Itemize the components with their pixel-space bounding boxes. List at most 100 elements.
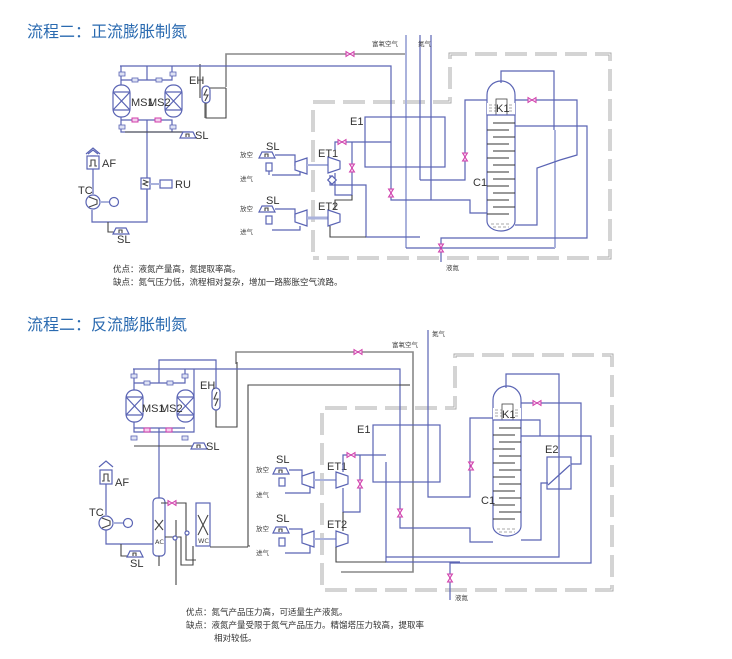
sl-label: SL bbox=[266, 195, 279, 207]
valve bbox=[532, 400, 542, 406]
valve bbox=[527, 97, 537, 103]
heat-exchanger-e1 bbox=[372, 424, 441, 483]
heat-exchanger-e2 bbox=[546, 456, 572, 490]
silencer-icon bbox=[126, 550, 144, 558]
ms2-label: MS2 bbox=[160, 403, 183, 415]
af-label: AF bbox=[102, 158, 116, 170]
et2-label: ET2 bbox=[318, 201, 338, 213]
liquid-nitrogen-label: 液氮 bbox=[446, 263, 460, 272]
valve bbox=[166, 380, 174, 386]
expansion-turbine-et2 bbox=[335, 530, 349, 548]
vent-label: 放空 bbox=[256, 524, 270, 533]
valve bbox=[181, 373, 189, 379]
sl-label: SL bbox=[276, 513, 289, 525]
valve bbox=[131, 77, 139, 83]
e2-label: E2 bbox=[545, 444, 558, 456]
valve bbox=[181, 435, 189, 441]
section2-diagram: 富氧空气 氮气 E1 K1 C1 E2 液氮 MS1 MS2 bbox=[89, 329, 614, 602]
sl-label: SL bbox=[266, 141, 279, 153]
expansion-turbine-et1 bbox=[335, 471, 349, 489]
inlet-label: 进气 bbox=[240, 227, 254, 236]
e1-label: E1 bbox=[357, 424, 370, 436]
c1-label: C1 bbox=[481, 495, 495, 507]
af-label: AF bbox=[115, 477, 129, 489]
et1-label: ET1 bbox=[318, 148, 338, 160]
compressor-tc bbox=[85, 194, 101, 210]
nitrogen-label: 氮气 bbox=[432, 329, 446, 338]
valve bbox=[345, 51, 355, 57]
valve bbox=[447, 573, 453, 583]
valve bbox=[462, 152, 468, 162]
cold-box-outline bbox=[311, 52, 612, 260]
valve bbox=[118, 124, 126, 130]
section2-advantages: 优点：氮气产品压力高，可适量生产液氮。 bbox=[186, 607, 348, 618]
valve bbox=[167, 500, 177, 506]
valve bbox=[169, 124, 177, 130]
cold-box-outline bbox=[320, 353, 614, 592]
sl-label: SL bbox=[130, 558, 143, 570]
booster-compressor bbox=[301, 471, 315, 489]
inlet-filter-icon bbox=[278, 477, 286, 487]
tc-label: TC bbox=[89, 507, 104, 519]
inlet-label: 进气 bbox=[256, 490, 270, 499]
tc-label: TC bbox=[78, 185, 93, 197]
inlet-filter-icon bbox=[278, 537, 286, 547]
section2-disadvantages-line2: 相对较低。 bbox=[214, 633, 257, 644]
ms2-label: MS2 bbox=[148, 97, 171, 109]
sl-label: SL bbox=[206, 441, 219, 453]
eh-label: EH bbox=[200, 380, 215, 392]
adsorber-ms1 bbox=[112, 84, 131, 118]
valve bbox=[468, 461, 474, 471]
valve bbox=[118, 71, 126, 77]
silencer-icon bbox=[272, 467, 290, 475]
valve bbox=[337, 139, 347, 145]
et2-label: ET2 bbox=[327, 519, 347, 531]
silencer-icon bbox=[190, 442, 208, 450]
eh-label: EH bbox=[189, 75, 204, 87]
valve bbox=[143, 380, 151, 386]
nitrogen-label: 氮气 bbox=[418, 39, 432, 48]
valve bbox=[357, 479, 363, 489]
silencer-icon bbox=[272, 526, 290, 534]
valve bbox=[346, 452, 356, 458]
wc-label: WC bbox=[198, 537, 209, 545]
motor-icon bbox=[108, 196, 120, 208]
ms1-label: MS1 bbox=[131, 97, 154, 109]
c1-label: C1 bbox=[473, 177, 487, 189]
motor-icon bbox=[122, 517, 134, 529]
booster-compressor bbox=[294, 209, 308, 227]
ms1-label: MS1 bbox=[142, 403, 165, 415]
inlet-label: 进气 bbox=[256, 548, 270, 557]
section2-title: 流程二：反流膨胀制氮 bbox=[27, 315, 187, 334]
liquid-nitrogen-label: 液氮 bbox=[455, 593, 469, 602]
section1-diagram: E1 K1 C1 液氮 富氧空气 氮气 MS1 MS2 SL EH bbox=[78, 35, 612, 272]
vent-label: 放空 bbox=[240, 150, 254, 159]
valve bbox=[130, 435, 138, 441]
booster-compressor bbox=[301, 530, 315, 548]
oxygen-rich-air-label: 富氧空气 bbox=[372, 39, 399, 48]
vent-label: 放空 bbox=[256, 465, 270, 474]
inlet-label: 进气 bbox=[240, 174, 254, 183]
inlet-filter-icon bbox=[265, 215, 273, 225]
valve bbox=[397, 508, 403, 518]
valve bbox=[349, 163, 355, 173]
valve bbox=[155, 77, 163, 83]
k1-label: K1 bbox=[496, 103, 509, 115]
oxygen-rich-air-label: 富氧空气 bbox=[392, 340, 419, 349]
ru-label: RU bbox=[175, 179, 191, 191]
vent-label: 放空 bbox=[240, 204, 254, 213]
valve bbox=[388, 188, 394, 198]
inlet-filter-icon bbox=[265, 162, 273, 172]
e1-label: E1 bbox=[350, 116, 363, 128]
section2-disadvantages-line1: 缺点：液氮产量受限于氮气产品压力。精馏塔压力较高，提取率 bbox=[186, 620, 425, 631]
section1-disadvantages: 缺点：氮气压力低，流程相对复杂，增加一路膨胀空气流路。 bbox=[113, 277, 343, 288]
silencer-icon bbox=[179, 131, 197, 139]
refrigeration-unit-ru bbox=[159, 179, 173, 189]
sl-label: SL bbox=[117, 234, 130, 246]
sl-label: SL bbox=[195, 130, 208, 142]
valve bbox=[130, 373, 138, 379]
ac-label: AC bbox=[155, 538, 164, 546]
air-filter-af bbox=[99, 469, 113, 485]
valve bbox=[169, 71, 177, 77]
